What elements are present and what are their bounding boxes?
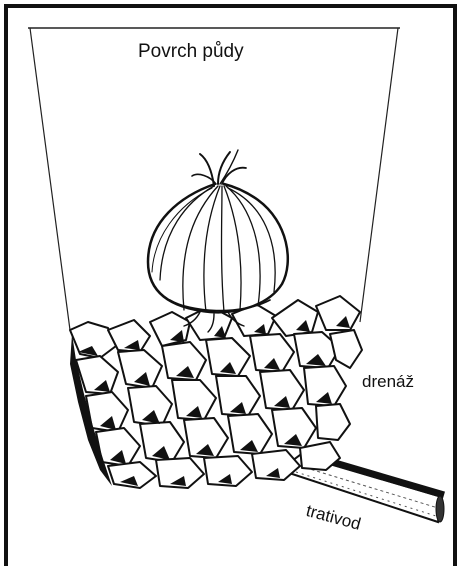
surface-label: Povrch půdy [138,41,244,63]
bulb [148,150,288,332]
drainage-label: drenáž [362,372,414,392]
